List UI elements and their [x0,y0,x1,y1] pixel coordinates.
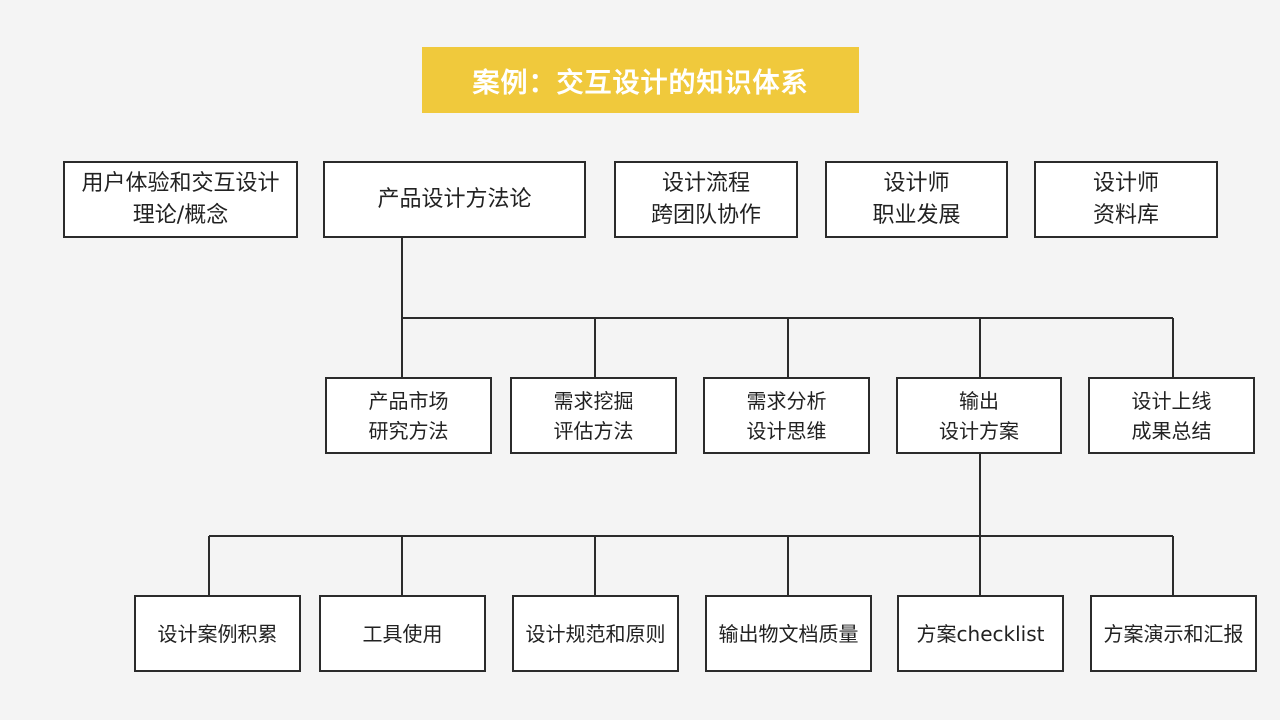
node-ux-theory: 用户体验和交互设计 理论/概念 [63,161,298,238]
node-presentation: 方案演示和汇报 [1090,595,1257,672]
diagram-title: 案例：交互设计的知识体系 [472,67,809,99]
node-output-design: 输出 设计方案 [896,377,1062,454]
node-requirement-analysis-line1: 需求分析 [746,388,827,413]
node-market-research-line1: 产品市场 [368,388,449,413]
node-design-guidelines: 设计规范和原则 [512,595,679,672]
node-product-methodology: 产品设计方法论 [323,161,586,238]
node-checklist-label: 方案checklist [916,621,1045,646]
node-designer-career: 设计师 职业发展 [825,161,1008,238]
node-checklist: 方案checklist [897,595,1064,672]
node-design-process-line1: 设计流程 [661,170,750,196]
node-product-methodology-line1: 产品设计方法论 [377,186,532,212]
node-requirement-mining-line2: 评估方法 [553,418,634,443]
node-designer-career-line2: 职业发展 [872,202,961,228]
node-design-process: 设计流程 跨团队协作 [614,161,798,238]
node-requirement-mining-line1: 需求挖掘 [553,388,634,413]
node-case-accumulation-label: 设计案例积累 [157,621,278,646]
node-designer-library-line1: 设计师 [1092,170,1159,196]
node-market-research-line2: 研究方法 [368,418,449,443]
node-market-research: 产品市场 研究方法 [325,377,492,454]
node-launch-summary-line2: 成果总结 [1131,418,1212,443]
node-designer-library-line2: 资料库 [1092,202,1159,228]
node-ux-theory-line2: 理论/概念 [132,202,229,228]
node-designer-career-line1: 设计师 [883,170,950,196]
node-presentation-label: 方案演示和汇报 [1103,621,1244,646]
node-designer-library: 设计师 资料库 [1034,161,1218,238]
node-output-design-line1: 输出 [959,388,999,413]
node-output-design-line2: 设计方案 [939,418,1019,443]
node-launch-summary-line1: 设计上线 [1131,388,1212,413]
node-deliverable-quality: 输出物文档质量 [705,595,872,672]
node-tool-usage: 工具使用 [319,595,486,672]
node-design-process-line2: 跨团队协作 [650,202,761,228]
node-requirement-mining: 需求挖掘 评估方法 [510,377,677,454]
node-tool-usage-label: 工具使用 [362,621,443,646]
node-case-accumulation: 设计案例积累 [134,595,301,672]
title-banner: 案例：交互设计的知识体系 [422,47,859,113]
node-design-guidelines-label: 设计规范和原则 [525,621,666,646]
node-deliverable-quality-label: 输出物文档质量 [718,621,859,646]
node-requirement-analysis-line2: 设计思维 [746,418,827,443]
node-requirement-analysis: 需求分析 设计思维 [703,377,870,454]
node-launch-summary: 设计上线 成果总结 [1088,377,1255,454]
node-ux-theory-line1: 用户体验和交互设计 [81,170,280,196]
